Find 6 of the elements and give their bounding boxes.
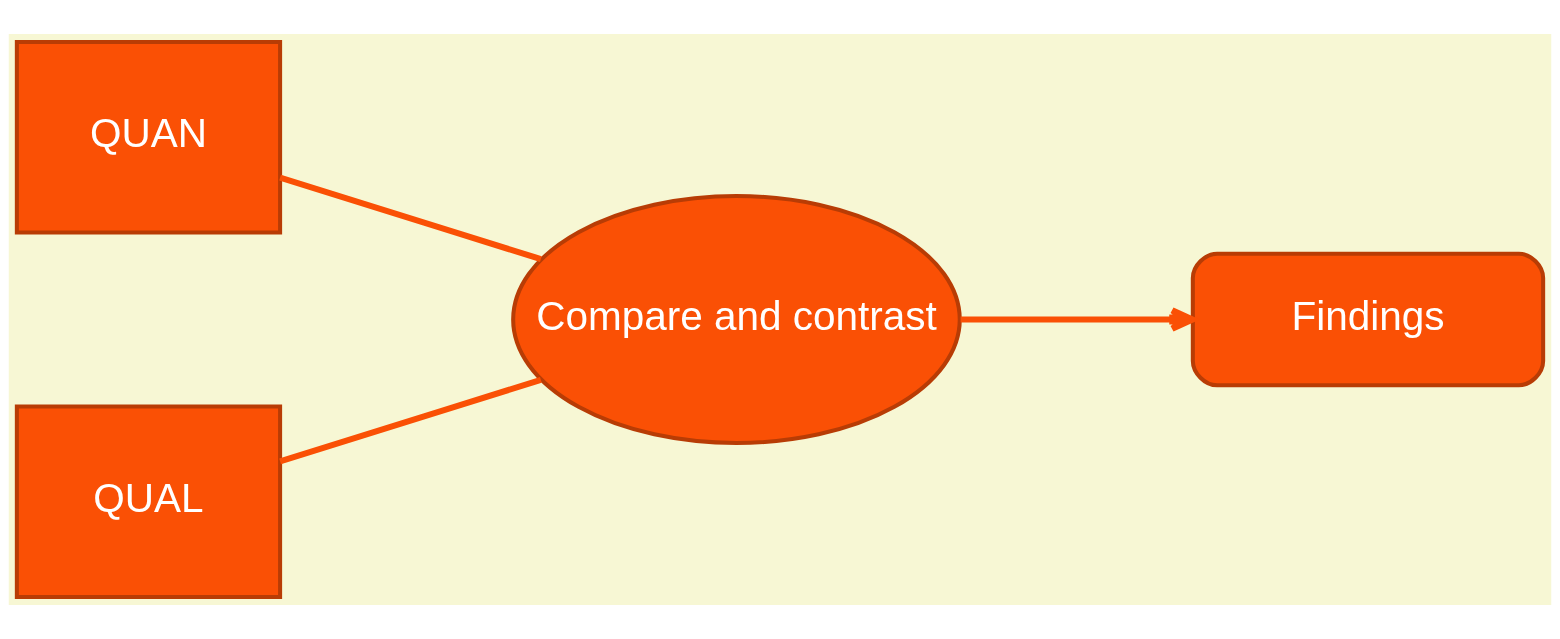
node-box: QUAL [14,404,283,599]
connector [279,377,542,465]
connector [279,174,542,262]
node-box: QUAN [14,40,283,235]
node-ellipse: Compare and contrast [511,193,962,446]
node-box: Findings [1190,251,1546,388]
